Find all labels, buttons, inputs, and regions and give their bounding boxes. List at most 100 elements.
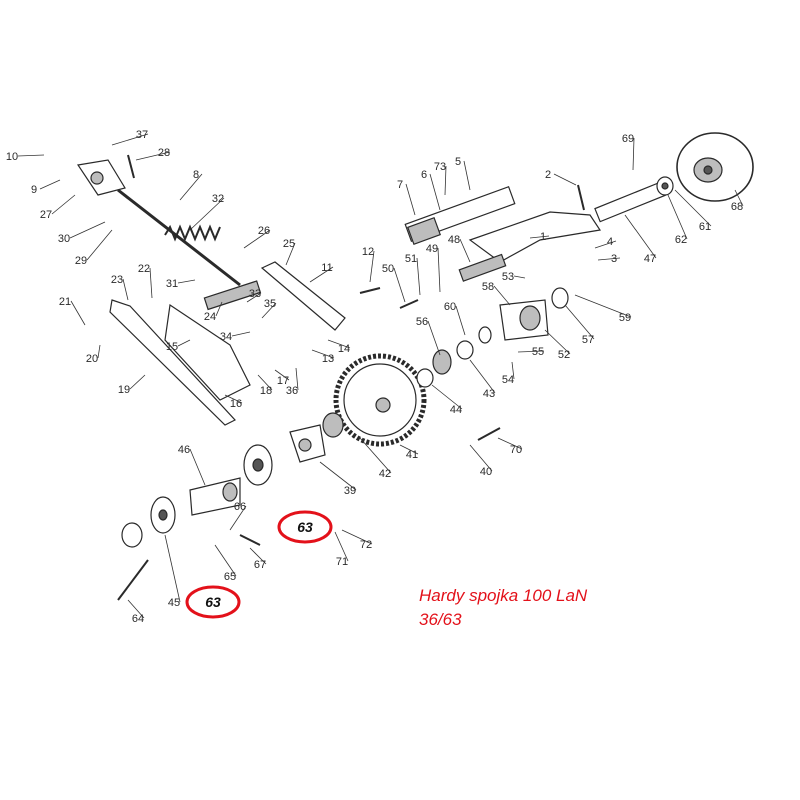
leader-line-19 bbox=[129, 374, 146, 390]
highlight-ring bbox=[277, 510, 333, 544]
part-label-29: 29 bbox=[75, 255, 87, 267]
leader-line-2 bbox=[553, 173, 577, 186]
shaft-8 bbox=[117, 188, 241, 287]
part-label-73: 73 bbox=[434, 161, 446, 173]
part-label-55: 55 bbox=[532, 346, 544, 358]
highlight-callout-63-2: 63 bbox=[185, 585, 241, 619]
part-label-22: 22 bbox=[138, 263, 150, 275]
coupling-hub-46 bbox=[189, 477, 241, 516]
part-label-61: 61 bbox=[699, 221, 711, 233]
part-label-46: 46 bbox=[178, 444, 190, 456]
gear-43 bbox=[456, 340, 474, 360]
part-label-39: 39 bbox=[344, 485, 356, 497]
part-label-34: 34 bbox=[220, 331, 232, 343]
leader-line-54 bbox=[511, 361, 515, 380]
shaft-24 bbox=[203, 280, 262, 311]
part-label-26: 26 bbox=[258, 225, 270, 237]
part-label-47: 47 bbox=[644, 253, 656, 265]
bolt-2 bbox=[577, 184, 585, 211]
hub-56 bbox=[432, 349, 452, 375]
leader-line-22 bbox=[149, 267, 153, 299]
part-label-15: 15 bbox=[166, 341, 178, 353]
part-label-42: 42 bbox=[379, 468, 391, 480]
part-label-69: 69 bbox=[622, 133, 634, 145]
part-label-43: 43 bbox=[483, 388, 495, 400]
part-label-9: 9 bbox=[31, 184, 37, 196]
bolt-67 bbox=[239, 534, 261, 546]
coupling-disc-62 bbox=[243, 444, 273, 486]
part-label-59: 59 bbox=[619, 312, 631, 324]
part-label-56: 56 bbox=[416, 316, 428, 328]
lever-1 bbox=[468, 211, 602, 263]
highlight-label: 63 bbox=[297, 519, 313, 535]
leader-line-7 bbox=[405, 183, 416, 216]
leader-line-20 bbox=[97, 344, 101, 359]
leader-line-30 bbox=[69, 221, 106, 239]
part-label-49: 49 bbox=[426, 243, 438, 255]
leader-line-57 bbox=[564, 304, 595, 340]
part-label-32: 32 bbox=[212, 193, 224, 205]
leader-line-10 bbox=[17, 154, 45, 157]
part-label-44: 44 bbox=[450, 404, 462, 416]
leader-line-69 bbox=[632, 137, 635, 171]
leader-line-53 bbox=[513, 275, 526, 279]
leader-line-8 bbox=[179, 173, 203, 201]
leader-line-18 bbox=[257, 374, 273, 391]
bolt-28 bbox=[127, 154, 135, 179]
part-label-31: 31 bbox=[166, 278, 178, 290]
part-label-64: 64 bbox=[132, 613, 144, 625]
leader-line-5 bbox=[463, 160, 471, 191]
part-label-35: 35 bbox=[264, 298, 276, 310]
leader-line-67 bbox=[249, 547, 267, 565]
leader-line-41 bbox=[399, 444, 419, 455]
part-label-60: 60 bbox=[444, 301, 456, 313]
bracket-27 bbox=[76, 159, 126, 196]
part-label-2: 2 bbox=[545, 169, 551, 181]
leader-line-42 bbox=[359, 437, 392, 474]
leader-line-60 bbox=[455, 305, 466, 336]
part-label-8: 8 bbox=[193, 169, 199, 181]
leader-line-16 bbox=[224, 394, 243, 404]
part-label-36: 36 bbox=[286, 385, 298, 397]
part-label-10: 10 bbox=[6, 151, 18, 163]
leader-line-23 bbox=[122, 278, 129, 301]
spring-32 bbox=[164, 224, 221, 242]
leader-line-25 bbox=[285, 242, 296, 266]
leader-line-70 bbox=[497, 437, 523, 450]
leader-line-56 bbox=[427, 320, 441, 356]
leader-line-71 bbox=[334, 531, 349, 562]
leader-line-47 bbox=[624, 214, 657, 259]
part-label-45: 45 bbox=[168, 597, 180, 609]
leader-line-73 bbox=[444, 165, 447, 196]
leader-line-26 bbox=[243, 229, 271, 249]
leader-line-39 bbox=[319, 461, 357, 491]
part-label-21: 21 bbox=[59, 296, 71, 308]
leader-line-52 bbox=[544, 329, 571, 355]
leader-line-72 bbox=[341, 529, 373, 545]
caption-title: Hardy spojka 100 LaN bbox=[419, 586, 588, 605]
rail-11 bbox=[260, 261, 346, 331]
leader-line-32 bbox=[189, 197, 225, 231]
washer-61 bbox=[656, 176, 674, 196]
leader-line-4 bbox=[594, 240, 617, 249]
bolt-50 bbox=[399, 299, 419, 309]
leader-line-34 bbox=[231, 331, 251, 337]
leader-line-66 bbox=[229, 505, 247, 531]
part-label-5: 5 bbox=[455, 156, 461, 168]
part-label-53: 53 bbox=[502, 271, 514, 283]
leader-line-9 bbox=[39, 179, 61, 190]
leader-line-64 bbox=[127, 599, 145, 619]
leader-line-14 bbox=[327, 339, 351, 349]
part-label-14: 14 bbox=[338, 343, 350, 355]
part-label-3: 3 bbox=[611, 253, 617, 265]
bolt-64 bbox=[117, 559, 149, 601]
part-label-40: 40 bbox=[480, 466, 492, 478]
leader-line-40 bbox=[469, 444, 493, 472]
coupling-flange-45 bbox=[150, 496, 176, 534]
part-label-18: 18 bbox=[260, 385, 272, 397]
part-label-4: 4 bbox=[607, 236, 613, 248]
part-label-70: 70 bbox=[510, 444, 522, 456]
part-label-16: 16 bbox=[230, 398, 242, 410]
leader-line-33 bbox=[246, 292, 262, 303]
leader-line-1 bbox=[529, 235, 550, 239]
